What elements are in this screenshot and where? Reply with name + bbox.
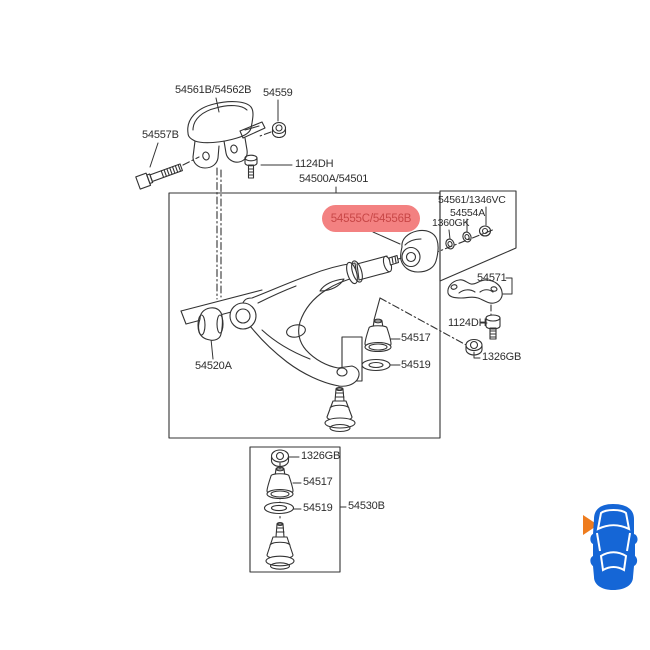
bolt-axis-guide [182, 156, 200, 166]
nut-54559-drawing [271, 121, 287, 139]
highlighted-part-badge: 54555C/54556B [322, 205, 420, 232]
bolt-1124dh-right-drawing [485, 314, 501, 340]
car-locator-icon [583, 504, 638, 590]
part-label-1360gk: 1360GK [432, 217, 470, 229]
kit-balljoint-drawing [265, 522, 295, 570]
part-label-54519-kit: 54519 [303, 502, 333, 514]
main-assembly-box [168, 192, 441, 439]
nut-axis-guide [259, 131, 272, 137]
kit-nut-drawing [270, 449, 290, 467]
stab-bracket-54571-drawing [447, 279, 503, 304]
bolt-1124dh-top-drawing [244, 154, 258, 179]
part-label-54519-main: 54519 [401, 359, 431, 371]
boot-54517-main-drawing [364, 318, 392, 353]
part-label-54517-main: 54517 [401, 332, 431, 344]
part-label-1326gb-kit: 1326GB [301, 450, 341, 462]
control-arm-drawing [229, 262, 360, 387]
part-label-1124dh-right: 1124DH [448, 317, 487, 329]
part-label-54571: 54571 [477, 272, 507, 284]
kit-boot-drawing [266, 466, 294, 500]
part-label-1326gb-right: 1326GB [482, 351, 522, 363]
part-label-54557b: 54557B [142, 129, 179, 141]
part-label-54559: 54559 [263, 87, 293, 99]
part-label-54561b-54562b: 54561B/54562B [175, 84, 252, 96]
nut-54561-drawing [478, 225, 492, 237]
part-label-54520a: 54520A [195, 360, 232, 372]
fastener-region-outline [439, 190, 517, 282]
washer-54519-main-drawing [361, 358, 391, 372]
bushing-54555c-drawing [400, 229, 439, 273]
locator-arrow-icon [583, 515, 598, 535]
part-label-1124dh-top: 1124DH [295, 158, 334, 170]
washer-54554a-drawing [462, 231, 472, 243]
part-label-54530b: 54530B [348, 500, 385, 512]
bushing-54520a-drawing [197, 307, 224, 341]
part-label-54554a: 54554A [450, 207, 486, 219]
boot-leader [373, 297, 381, 321]
part-label-54500a-54501: 54500A/54501 [299, 173, 369, 185]
car-windows [596, 509, 631, 572]
arm-shaft-drawing [346, 254, 400, 285]
washer-1360gk-drawing [445, 238, 455, 250]
mount-bracket-drawing [187, 101, 266, 169]
car-body [590, 504, 638, 590]
alignment-guides [216, 167, 222, 300]
kit-box [249, 446, 341, 573]
label-leaders [149, 97, 513, 510]
nut-1326gb-right-drawing [465, 338, 483, 356]
part-label-54561-1346vc: 54561/1346VC [438, 194, 506, 206]
balljoint-main-drawing [324, 386, 356, 433]
kit-washer-drawing [263, 501, 295, 515]
part-label-54517-kit: 54517 [303, 476, 333, 488]
bolt-54557b-drawing [135, 163, 183, 190]
